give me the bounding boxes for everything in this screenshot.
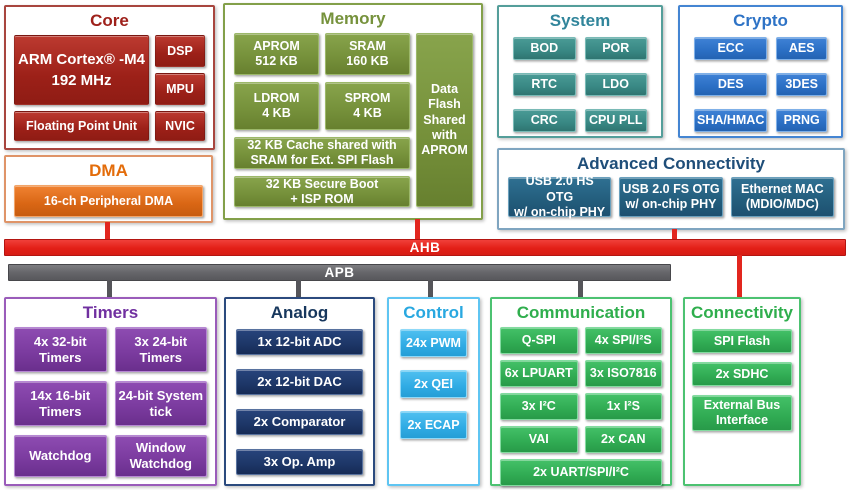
block-op-amp: 3x Op. Amp (236, 449, 363, 476)
group-analog-title: Analog (270, 303, 329, 322)
block-arm-cortex-m4: ARM Cortex® -M4 192 MHz (14, 35, 149, 106)
group-system: System BOD POR RTC LDO CRC CPU PLL (497, 5, 663, 138)
block-watchdog: Watchdog (14, 435, 107, 478)
analog-column: 1x 12-bit ADC 2x 12-bit DAC 2x Comparato… (226, 327, 373, 476)
connector-apb-communication (578, 280, 583, 298)
connector-memory-ahb (415, 219, 420, 239)
block-sprom: SPROM 4 KB (325, 82, 410, 131)
block-sha-hmac: SHA/HMAC (694, 109, 768, 133)
block-des: DES (694, 73, 768, 97)
block-floating-point-unit: Floating Point Unit (14, 111, 149, 142)
block-prng: PRNG (776, 109, 827, 133)
block-por: POR (584, 37, 647, 61)
group-connectivity: Connectivity SPI Flash 2x SDHC External … (683, 297, 801, 486)
group-connectivity-title: Connectivity (690, 303, 794, 322)
block-sram: SRAM 160 KB (325, 33, 410, 76)
group-control-title: Control (403, 303, 464, 322)
system-grid: BOD POR RTC LDO CRC CPU PLL (499, 35, 661, 133)
block-usb-hs-otg: USB 2.0 HS OTG w/ on-chip PHY (508, 174, 612, 219)
ahb-bus: AHB (4, 239, 846, 256)
group-crypto: Crypto ECC AES DES 3DES SHA/HMAC PRNG (678, 5, 843, 138)
block-3des: 3DES (776, 73, 827, 97)
block-ldo: LDO (584, 73, 647, 97)
block-secure-boot-rom: 32 KB Secure Boot + ISP ROM (234, 176, 410, 208)
block-can: 2x CAN (584, 426, 662, 454)
group-control: Control 24x PWM 2x QEI 2x ECAP (387, 297, 480, 486)
block-aprom: APROM 512 KB (234, 33, 319, 76)
block-cache: 32 KB Cache shared with SRAM for Ext. SP… (234, 137, 410, 170)
core-grid: ARM Cortex® -M4 192 MHz DSP MPU Floating… (6, 35, 213, 142)
group-advanced-connectivity-title: Advanced Connectivity (577, 154, 765, 173)
block-vai: VAI (500, 426, 578, 454)
block-pwm: 24x PWM (400, 329, 467, 358)
memory-grid: APROM 512 KB SRAM 160 KB LDROM 4 KB SPRO… (225, 33, 481, 208)
block-32bit-timers: 4x 32-bit Timers (14, 327, 107, 373)
connector-apb-timers (107, 280, 112, 298)
block-bod: BOD (513, 37, 576, 61)
group-timers-title: Timers (82, 303, 139, 322)
block-spi-i2s: 4x SPI/I²S (584, 327, 662, 355)
block-cpu-pll: CPU PLL (584, 109, 647, 133)
block-sdhc: 2x SDHC (692, 362, 792, 387)
block-spi-flash: SPI Flash (692, 329, 792, 354)
block-iso7816: 3x ISO7816 (584, 360, 662, 388)
group-communication-title: Communication (516, 303, 646, 322)
block-16bit-timers: 14x 16-bit Timers (14, 381, 107, 427)
group-communication: Communication Q-SPI 4x SPI/I²S 6x LPUART… (490, 297, 672, 487)
connector-ahb-connectivity (737, 255, 742, 298)
connector-advanced-ahb (672, 229, 677, 239)
block-nvic: NVIC (155, 111, 205, 142)
block-usb-fs-otg: USB 2.0 FS OTG w/ on-chip PHY (619, 177, 723, 218)
group-dma-title: DMA (89, 161, 128, 180)
control-column: 24x PWM 2x QEI 2x ECAP (389, 327, 478, 440)
connectivity-column: SPI Flash 2x SDHC External Bus Interface (685, 327, 799, 432)
block-ethernet-mac: Ethernet MAC (MDIO/MDC) (730, 177, 834, 218)
group-system-title: System (549, 11, 611, 30)
group-crypto-title: Crypto (733, 11, 788, 30)
connector-dma-ahb (105, 222, 110, 239)
timers-grid: 4x 32-bit Timers 3x 24-bit Timers 14x 16… (6, 327, 215, 478)
block-comparator: 2x Comparator (236, 409, 363, 436)
block-rtc: RTC (513, 73, 576, 97)
block-aes: AES (776, 37, 827, 61)
block-ecc: ECC (694, 37, 768, 61)
block-qei: 2x QEI (400, 370, 467, 399)
group-timers: Timers 4x 32-bit Timers 3x 24-bit Timers… (4, 297, 217, 486)
block-24bit-timers: 3x 24-bit Timers (114, 327, 207, 373)
advanced-connectivity-row: USB 2.0 HS OTG w/ on-chip PHY USB 2.0 FS… (499, 174, 843, 219)
block-adc: 1x 12-bit ADC (236, 329, 363, 356)
block-lpuart: 6x LPUART (500, 360, 578, 388)
connector-apb-analog (296, 280, 301, 298)
block-window-watchdog: Window Watchdog (114, 435, 207, 478)
group-memory-title: Memory (320, 9, 386, 28)
block-crc: CRC (513, 109, 576, 133)
block-mpu: MPU (155, 73, 205, 106)
block-ldrom: LDROM 4 KB (234, 82, 319, 131)
group-dma: DMA 16-ch Peripheral DMA (4, 155, 213, 223)
apb-bus: APB (8, 264, 671, 281)
block-qspi: Q-SPI (500, 327, 578, 355)
block-uart-spi-i2c: 2x UART/SPI/I²C (500, 459, 662, 487)
crypto-grid: ECC AES DES 3DES SHA/HMAC PRNG (680, 35, 841, 133)
communication-grid: Q-SPI 4x SPI/I²S 6x LPUART 3x ISO7816 3x… (492, 327, 670, 487)
block-ecap: 2x ECAP (400, 411, 467, 440)
group-core-title: Core (90, 11, 129, 30)
block-systick: 24-bit System tick (114, 381, 207, 427)
group-advanced-connectivity: Advanced Connectivity USB 2.0 HS OTG w/ … (497, 148, 845, 230)
block-i2c: 3x I²C (500, 393, 578, 421)
block-dac: 2x 12-bit DAC (236, 369, 363, 396)
connector-apb-control (428, 280, 433, 298)
block-peripheral-dma: 16-ch Peripheral DMA (14, 185, 203, 218)
block-data-flash: Data Flash Shared with APROM (416, 33, 473, 208)
group-core: Core ARM Cortex® -M4 192 MHz DSP MPU Flo… (4, 5, 215, 150)
block-dsp: DSP (155, 35, 205, 68)
block-i2s: 1x I²S (584, 393, 662, 421)
group-analog: Analog 1x 12-bit ADC 2x 12-bit DAC 2x Co… (224, 297, 375, 486)
block-external-bus-interface: External Bus Interface (692, 395, 792, 432)
group-memory: Memory APROM 512 KB SRAM 160 KB LDROM 4 … (223, 3, 483, 220)
